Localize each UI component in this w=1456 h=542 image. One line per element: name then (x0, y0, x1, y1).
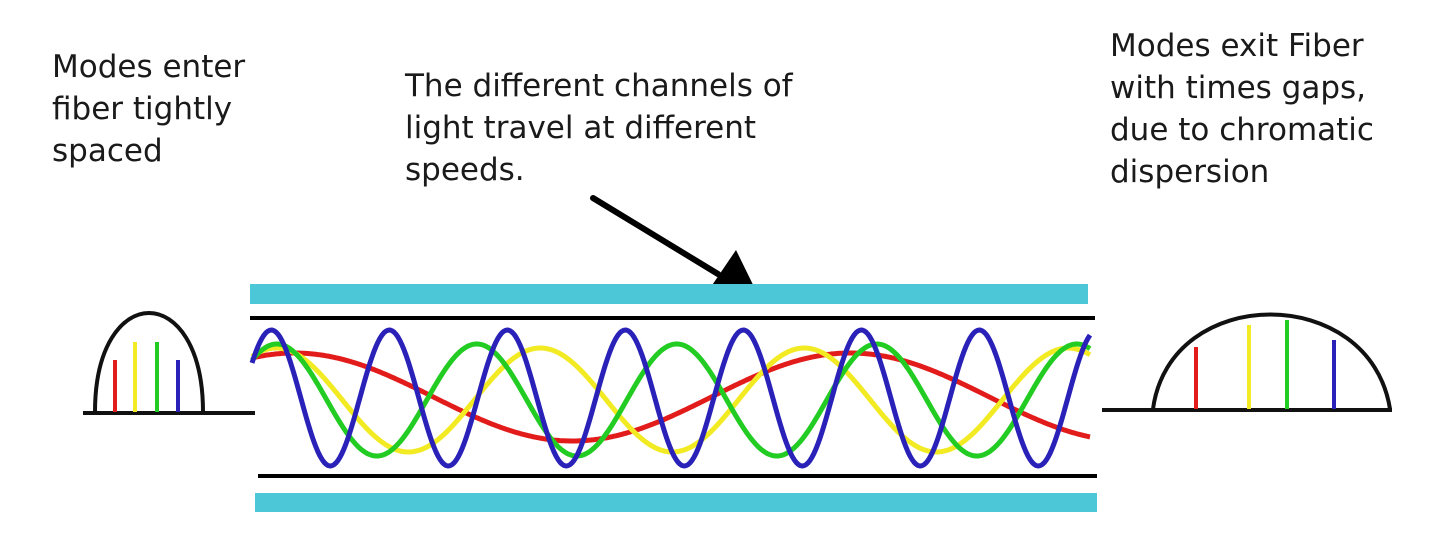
label-line: due to chromatic (1110, 112, 1374, 148)
label-line: light travel at different (405, 110, 757, 146)
wave-red (251, 350, 1091, 444)
label-line: Modes exit Fiber (1110, 28, 1364, 64)
label-line: dispersion (1110, 154, 1270, 190)
label-line: The different channels of (405, 68, 793, 104)
label-line: spaced (52, 133, 163, 169)
cladding-top (250, 284, 1088, 304)
input-pulse-outline (93, 311, 205, 413)
label-line: speeds. (405, 152, 525, 188)
output-pulse-outline (1151, 312, 1392, 410)
arrow-shaft (590, 195, 721, 277)
cladding-bottom (255, 493, 1097, 512)
label-modes-enter: Modes enter fiber tightly spaced (52, 46, 245, 172)
label-line: fiber tightly (52, 91, 233, 127)
wave-green (250, 341, 1092, 459)
wave-blue (249, 327, 1093, 469)
label-channels-speeds: The different channels of light travel a… (405, 65, 793, 191)
output-pulse (1151, 312, 1392, 410)
core-waves (249, 327, 1093, 469)
label-line: Modes enter (52, 49, 246, 85)
input-pulse (93, 311, 205, 413)
label-line: with times gaps, (1110, 70, 1367, 106)
wave-yellow (250, 345, 1092, 455)
label-modes-exit: Modes exit Fiber with times gaps, due to… (1110, 25, 1374, 193)
